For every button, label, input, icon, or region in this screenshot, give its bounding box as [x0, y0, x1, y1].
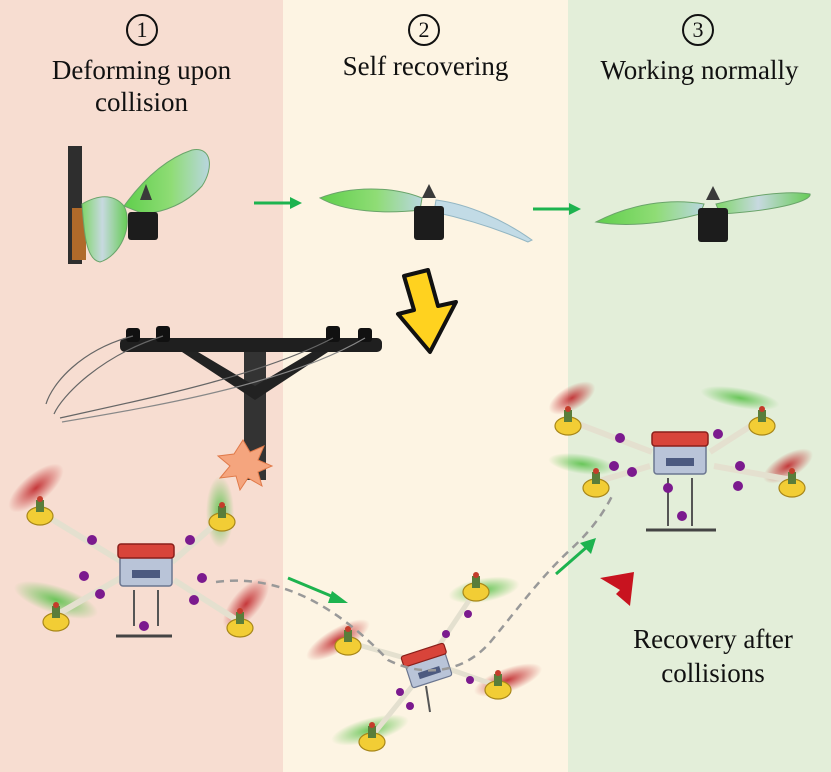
yellow-down-arrow-icon [396, 268, 458, 354]
normal-propeller [594, 186, 811, 242]
step-title-3: Working normally [568, 54, 831, 86]
drone-recovering [306, 571, 543, 752]
step-title-2-line1: Self recovering [342, 51, 509, 81]
recovery-caption: Recovery after collisions [598, 622, 828, 690]
step-title-1: Deforming upon collision [0, 54, 283, 118]
red-up-right-arrow-icon [600, 572, 634, 606]
green-right-arrow-icon [533, 203, 581, 215]
green-right-arrow-icon [254, 197, 302, 209]
green-right-arrow-icon [287, 576, 348, 603]
drone-flying [548, 381, 813, 532]
recovery-caption-line2: collisions [661, 658, 765, 688]
step-number-2: 2 [408, 14, 440, 46]
recovering-propeller [318, 184, 533, 243]
drone-colliding [8, 463, 270, 638]
step-number-3: 3 [682, 14, 714, 46]
panel-working-normally [568, 0, 831, 772]
step-title-1-line1: Deforming upon [51, 55, 232, 85]
step-title-2: Self recovering [283, 50, 568, 82]
impact-burst-icon [216, 439, 274, 492]
step-number-1: 1 [126, 14, 158, 46]
recovery-caption-line1: Recovery after [633, 624, 793, 654]
green-right-arrow-icon [555, 538, 596, 576]
flight-trajectory [215, 495, 614, 672]
power-pole [45, 326, 382, 480]
step-title-1-line2: collision [95, 87, 188, 117]
deformed-propeller [68, 146, 210, 264]
step-title-3-line1: Working normally [600, 55, 799, 85]
